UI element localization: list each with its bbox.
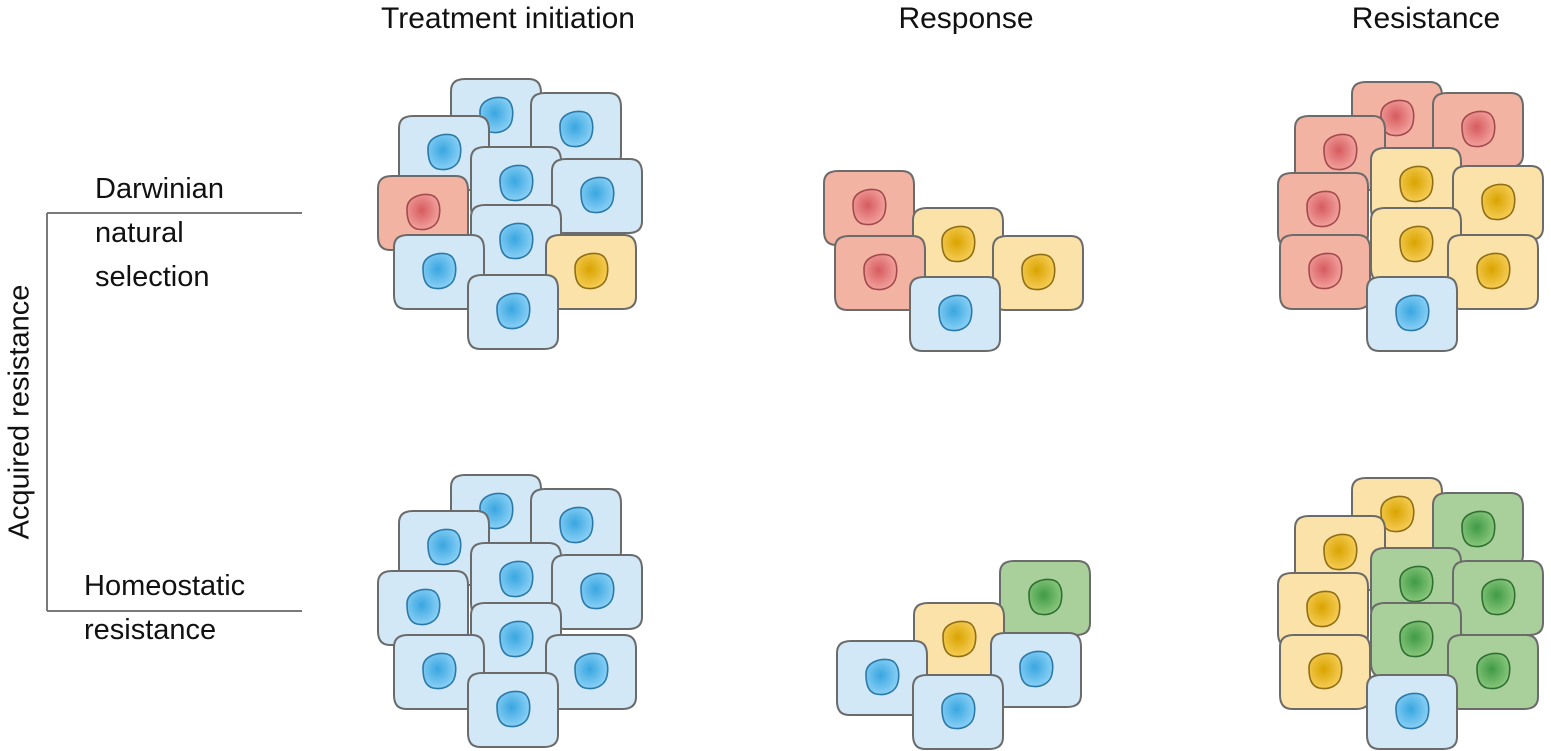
cell-blue xyxy=(467,672,559,748)
cell-blue xyxy=(470,204,562,280)
homeostatic-response-cluster xyxy=(836,560,1091,750)
cell-nucleus xyxy=(1019,650,1054,688)
cell-nucleus xyxy=(406,588,441,626)
cell-blue xyxy=(551,158,643,234)
cell-yellow xyxy=(1447,234,1539,310)
cell-nucleus xyxy=(1395,294,1430,332)
cell-nucleus xyxy=(422,252,457,290)
row-label-homeostatic-line-2: resistance xyxy=(84,614,217,646)
cell-nucleus xyxy=(422,652,457,690)
cell-nucleus xyxy=(1481,578,1516,616)
cell-blue xyxy=(551,554,643,630)
cell-yellow xyxy=(912,207,1004,283)
cell-nucleus xyxy=(496,292,531,330)
cell-nucleus xyxy=(1323,533,1358,571)
cell-nucleus xyxy=(1476,252,1511,290)
cell-nucleus xyxy=(1028,578,1063,616)
cell-yellow xyxy=(545,234,637,310)
cell-blue xyxy=(909,276,1001,352)
cell-nucleus xyxy=(1476,652,1511,690)
cell-blue xyxy=(545,634,637,710)
cell-blue xyxy=(990,632,1082,708)
acquired-resistance-label-area: Acquired resistance xyxy=(0,0,40,751)
cell-nucleus xyxy=(941,692,976,730)
cell-nucleus xyxy=(559,506,594,544)
cell-nucleus xyxy=(1306,190,1341,228)
darwinian-treatment-cluster xyxy=(377,78,643,350)
cell-yellow xyxy=(992,235,1084,311)
homeostatic-resistance-cluster xyxy=(1277,477,1544,750)
row-label-darwinian: Darwinian natural selection xyxy=(95,167,224,299)
cell-nucleus xyxy=(499,222,534,260)
cell-blue xyxy=(912,674,1004,750)
cell-nucleus xyxy=(427,133,462,171)
cell-nucleus xyxy=(574,252,609,290)
cell-nucleus xyxy=(863,253,898,291)
cell-nucleus xyxy=(938,294,973,332)
row-label-darwinian-line-3: selection xyxy=(95,261,210,293)
cell-blue xyxy=(1366,276,1458,352)
cell-nucleus xyxy=(1306,590,1341,628)
darwinian-resistance-cluster xyxy=(1277,81,1544,352)
cell-red xyxy=(377,175,469,251)
cell-nucleus xyxy=(499,560,534,598)
cell-nucleus xyxy=(1308,252,1343,290)
cell-nucleus xyxy=(941,225,976,263)
cell-nucleus xyxy=(559,110,594,148)
cell-nucleus xyxy=(580,176,615,214)
cell-nucleus xyxy=(1399,225,1434,263)
cell-nucleus xyxy=(499,164,534,202)
cell-nucleus xyxy=(1323,133,1358,171)
header-treatment-initiation: Treatment initiation xyxy=(380,2,636,35)
cell-nucleus xyxy=(406,193,441,231)
header-resistance: Resistance xyxy=(1351,2,1501,35)
cell-red xyxy=(823,170,915,246)
row-label-homeostatic: Homeostatic resistance xyxy=(84,564,245,652)
cell-nucleus xyxy=(496,690,531,728)
cell-nucleus xyxy=(1399,165,1434,203)
darwinian-response-cluster xyxy=(823,170,1084,352)
cell-nucleus xyxy=(499,620,534,658)
cell-blue xyxy=(393,634,485,710)
cell-blue xyxy=(1366,674,1458,750)
row-label-darwinian-line-1: Darwinian xyxy=(95,173,224,205)
acquired-resistance-bracket xyxy=(46,212,302,612)
cell-nucleus xyxy=(1399,620,1434,658)
cell-green xyxy=(999,560,1091,636)
cell-nucleus xyxy=(1481,183,1516,221)
cell-nucleus xyxy=(580,572,615,610)
cell-yellow xyxy=(1370,207,1462,283)
cell-yellow xyxy=(1279,634,1371,710)
row-label-homeostatic-line-1: Homeostatic xyxy=(84,570,246,602)
acquired-resistance-label: Acquired resistance xyxy=(3,284,36,540)
homeostatic-treatment-cluster xyxy=(377,474,643,748)
cell-yellow xyxy=(1452,165,1544,241)
cell-nucleus xyxy=(1399,565,1434,603)
cell-green xyxy=(1432,492,1524,568)
cell-green xyxy=(1447,634,1539,710)
cells-layer xyxy=(377,78,1544,750)
cell-nucleus xyxy=(1461,110,1496,148)
cell-green xyxy=(1452,560,1544,636)
cell-red xyxy=(834,235,926,311)
cell-nucleus xyxy=(1461,510,1496,548)
row-label-darwinian-line-2: natural xyxy=(95,217,184,249)
header-response: Response xyxy=(898,2,1034,35)
cell-nucleus xyxy=(1395,692,1430,730)
cell-blue xyxy=(393,234,485,310)
cell-nucleus xyxy=(852,188,887,226)
cell-blue xyxy=(377,570,469,646)
cell-nucleus xyxy=(427,528,462,566)
cell-nucleus xyxy=(865,658,900,696)
cell-nucleus xyxy=(1021,253,1056,291)
cell-nucleus xyxy=(574,652,609,690)
cell-red xyxy=(1279,234,1371,310)
cell-nucleus xyxy=(1308,652,1343,690)
cell-nucleus xyxy=(942,620,977,658)
cell-yellow xyxy=(1277,572,1369,648)
cell-blue xyxy=(467,274,559,350)
cell-nucleus xyxy=(1380,495,1415,533)
